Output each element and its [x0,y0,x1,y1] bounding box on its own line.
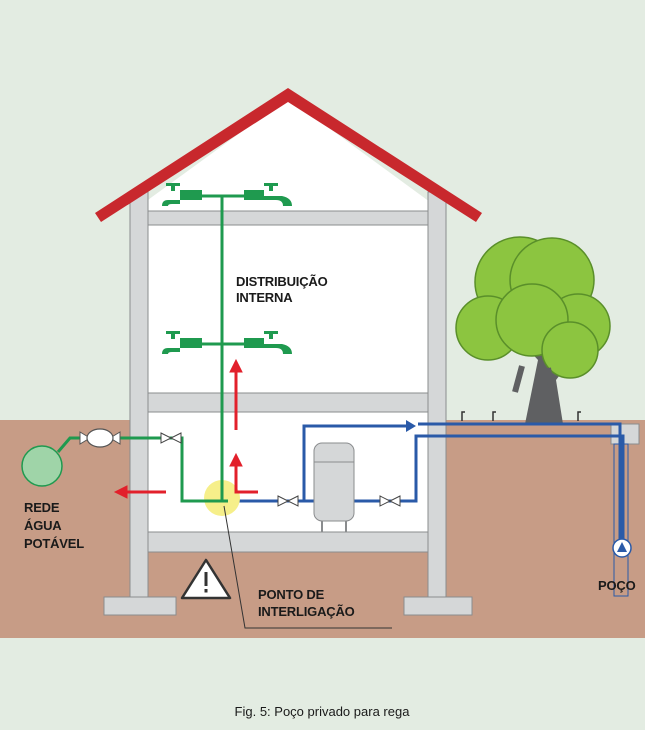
upper-floor [148,213,428,393]
tree [455,236,611,424]
sprinklers [461,411,581,421]
flow-arrows-red [113,358,258,499]
potable-network-connection [21,445,63,487]
valve-icon [379,495,401,507]
ground-floor [148,412,428,532]
faucet-icon [244,183,292,206]
faucets [162,183,292,354]
attic [130,98,445,213]
warning-triangle-icon [180,558,232,600]
label-interconnection-line1: PONTO DE [258,587,325,602]
label-distribution-line1: DISTRIBUIÇÃO [236,274,328,289]
faucet-icon [162,183,202,206]
label-interconnection-line2: INTERLIGAÇÃO [258,604,355,619]
label-network-line1: REDE [24,500,60,515]
label-well: POÇO [598,578,636,593]
flow-arrow-blue [406,420,416,432]
label-network-line2: ÁGUA [24,518,62,533]
water-meter-icon [79,428,121,448]
valves [160,432,401,507]
well-cover [610,423,640,445]
label-distribution-line2: INTERNA [236,290,293,305]
faucet-icon [244,331,292,354]
potable-pipe [56,194,244,503]
valve-icon [160,432,182,444]
pressure-tank-icon [313,442,355,532]
label-network-line3: POTÁVEL [24,536,84,551]
interconnection-leader-line [223,505,392,629]
faucet-icon [162,331,202,354]
valve-icon [277,495,299,507]
figure-caption: Fig. 5: Poço privado para rega [235,704,411,719]
pump-icon [612,538,632,558]
